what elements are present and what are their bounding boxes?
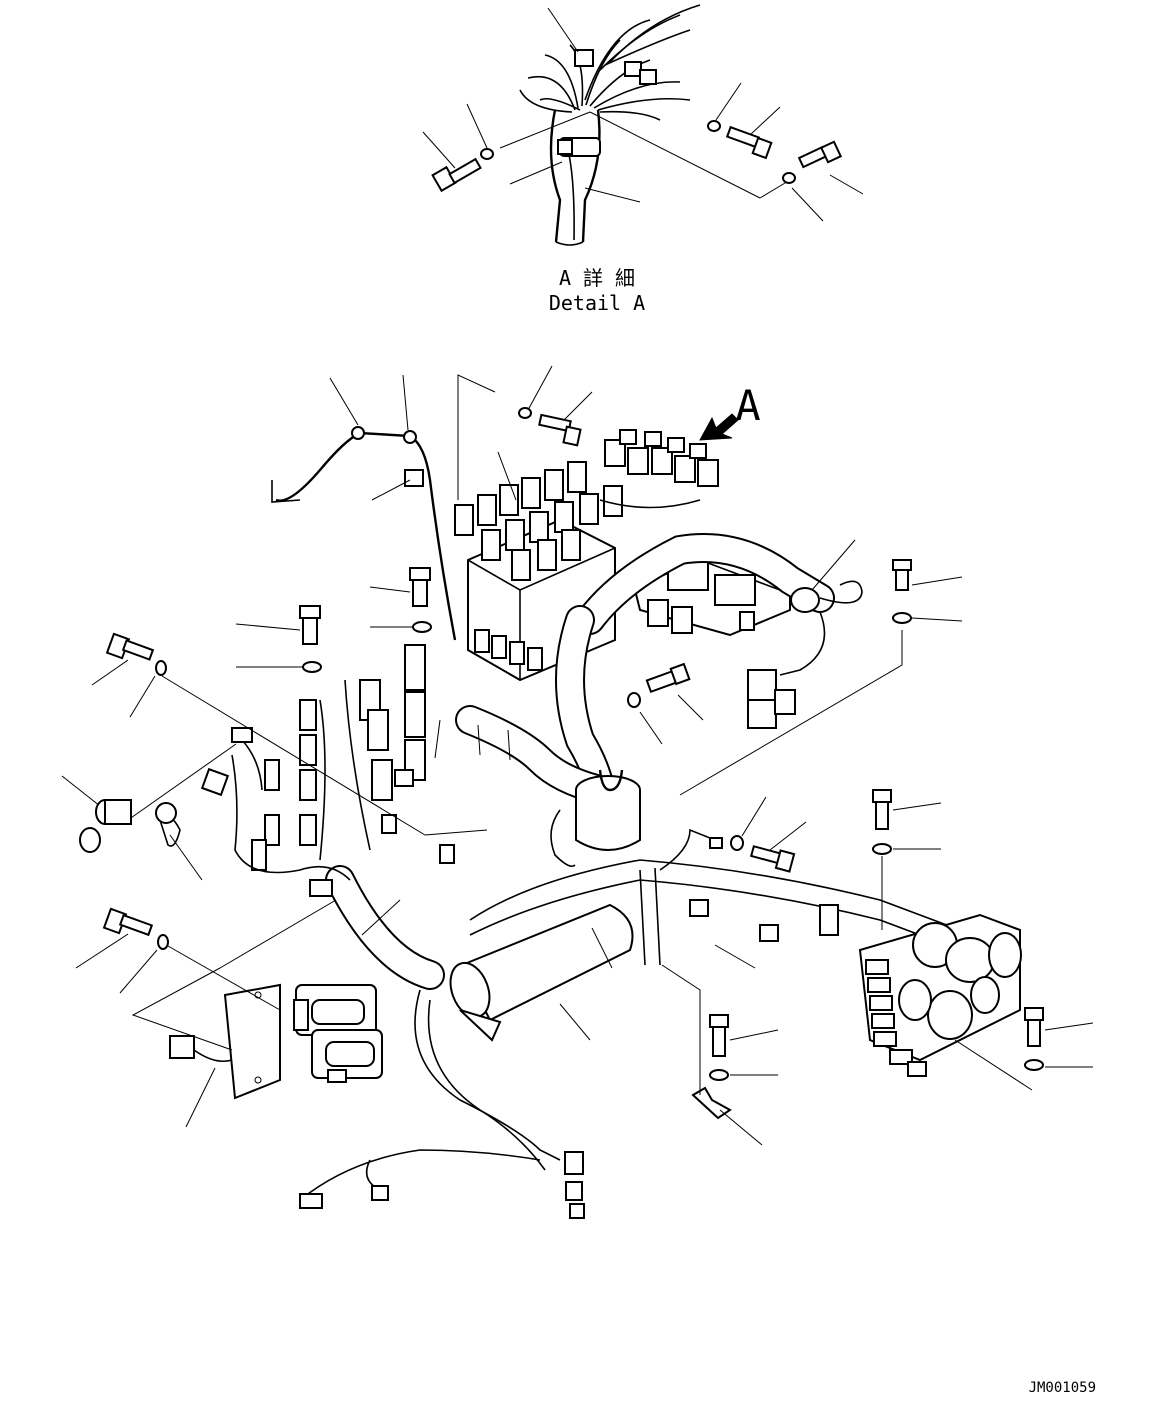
detail-a-washer-far-right	[782, 172, 796, 184]
double-connector	[293, 984, 383, 1083]
detail-a-bolt-left	[431, 157, 482, 193]
detail-a-bolt-far-right	[797, 140, 843, 169]
detail-a-bolt-right	[725, 125, 773, 160]
detail-a-washer-left	[480, 148, 494, 160]
relay-stacks-left	[251, 644, 455, 871]
solenoid-valve-cluster	[858, 913, 1022, 1077]
main-harness-assembly: A	[61, 365, 1094, 1219]
cylinder-bottom	[449, 903, 634, 1042]
detail-a-title-en: Detail A	[549, 291, 645, 315]
canister	[550, 769, 641, 868]
detail-a-title-jp: A 詳 細	[559, 266, 635, 290]
drawing-code: JM001059	[1029, 1380, 1096, 1396]
relay-row-top	[599, 429, 719, 509]
relay-box	[454, 451, 623, 682]
detail-a-wires	[519, 4, 701, 121]
left-bolt	[105, 632, 155, 661]
lower-left-bolt	[102, 907, 154, 937]
detail-a-arrow-icon	[699, 413, 739, 441]
detail-a-marker: A	[735, 381, 760, 430]
detail-a-washer-right	[707, 120, 721, 132]
ecu-plate	[169, 983, 281, 1128]
detail-a-view: A 詳 細 Detail A	[422, 4, 864, 315]
